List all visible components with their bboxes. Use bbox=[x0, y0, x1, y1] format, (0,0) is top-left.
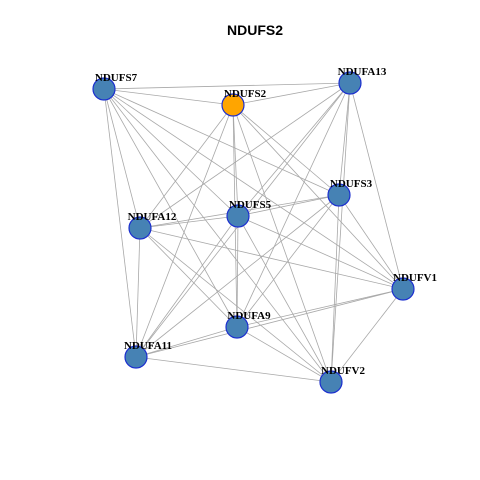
edge-ndufs7-ndufa13 bbox=[103, 82, 351, 90]
node-ndufv1[interactable] bbox=[391, 277, 415, 301]
node-ndufs2[interactable] bbox=[221, 93, 245, 117]
edge-ndufa12-ndufs5 bbox=[139, 215, 239, 229]
node-label-ndufs3: NDUFS3 bbox=[330, 178, 373, 190]
edge-ndufa13-ndufv1 bbox=[349, 82, 404, 290]
edge-ndufs7-ndufa9 bbox=[103, 88, 238, 328]
node-ndufa13[interactable] bbox=[338, 71, 362, 95]
graph-title: NDUFS2 bbox=[227, 22, 283, 38]
node-ndufs7[interactable] bbox=[92, 77, 116, 101]
node-label-ndufa13: NDUFA13 bbox=[338, 66, 387, 78]
edge-ndufa13-ndufa9 bbox=[236, 82, 351, 328]
edge-ndufs7-ndufa11 bbox=[103, 88, 137, 358]
edge-ndufv1-ndufv2 bbox=[330, 288, 404, 383]
edge-ndufs5-ndufv2 bbox=[237, 215, 332, 383]
edge-ndufa12-ndufa11 bbox=[135, 227, 141, 358]
node-label-ndufa12: NDUFA12 bbox=[128, 211, 177, 223]
edge-ndufa11-ndufv2 bbox=[135, 356, 332, 383]
edge-ndufs3-ndufv1 bbox=[338, 194, 404, 290]
node-label-ndufa9: NDUFA9 bbox=[227, 310, 271, 322]
edge-ndufs7-ndufs2 bbox=[103, 88, 234, 106]
edge-ndufa12-ndufv2 bbox=[139, 227, 332, 383]
node-label-ndufs7: NDUFS7 bbox=[95, 72, 138, 84]
edge-ndufa12-ndufv1 bbox=[139, 227, 404, 290]
edge-ndufv1-ndufa9 bbox=[236, 288, 404, 328]
edge-ndufs5-ndufa9 bbox=[236, 215, 239, 328]
node-ndufa11[interactable] bbox=[124, 345, 148, 369]
edge-ndufs2-ndufv2 bbox=[232, 104, 332, 383]
edge-ndufs2-ndufs3 bbox=[232, 104, 340, 196]
node-layer bbox=[92, 71, 415, 394]
edge-ndufs3-ndufs5 bbox=[237, 194, 340, 217]
node-label-ndufv1: NDUFV1 bbox=[393, 272, 437, 284]
node-ndufa12[interactable] bbox=[128, 216, 152, 240]
edge-layer bbox=[103, 82, 404, 383]
edge-ndufs7-ndufv2 bbox=[103, 88, 332, 383]
edge-ndufs2-ndufv1 bbox=[232, 104, 404, 290]
edge-ndufa9-ndufa11 bbox=[135, 326, 238, 358]
edge-ndufs3-ndufa9 bbox=[236, 194, 340, 328]
edge-ndufa13-ndufs3 bbox=[338, 82, 351, 196]
edge-ndufs5-ndufa11 bbox=[135, 215, 239, 358]
edge-ndufs7-ndufs5 bbox=[103, 88, 239, 217]
node-label-ndufv2: NDUFV2 bbox=[321, 365, 365, 377]
node-ndufs5[interactable] bbox=[226, 204, 250, 228]
edge-ndufs5-ndufv1 bbox=[237, 215, 404, 290]
edge-ndufa13-ndufv2 bbox=[330, 82, 351, 383]
edge-ndufs2-ndufa11 bbox=[135, 104, 234, 358]
edge-ndufs7-ndufv1 bbox=[103, 88, 404, 290]
edge-ndufa13-ndufa12 bbox=[139, 82, 351, 229]
edge-ndufs7-ndufa12 bbox=[103, 88, 141, 229]
edge-ndufa13-ndufs5 bbox=[237, 82, 351, 217]
edge-ndufv1-ndufa11 bbox=[135, 288, 404, 358]
node-label-ndufs2: NDUFS2 bbox=[224, 88, 267, 100]
node-ndufv2[interactable] bbox=[319, 370, 343, 394]
node-label-ndufs5: NDUFS5 bbox=[229, 199, 272, 211]
node-ndufa9[interactable] bbox=[225, 315, 249, 339]
node-ndufs3[interactable] bbox=[327, 183, 351, 207]
edge-ndufs2-ndufa13 bbox=[232, 82, 351, 106]
edge-ndufs2-ndufs5 bbox=[232, 104, 239, 217]
edge-ndufa9-ndufv2 bbox=[236, 326, 332, 383]
edge-ndufa12-ndufa9 bbox=[139, 227, 238, 328]
edge-ndufs3-ndufv2 bbox=[330, 194, 340, 383]
node-label-ndufa11: NDUFA11 bbox=[124, 340, 172, 352]
edge-ndufs2-ndufa12 bbox=[139, 104, 234, 229]
